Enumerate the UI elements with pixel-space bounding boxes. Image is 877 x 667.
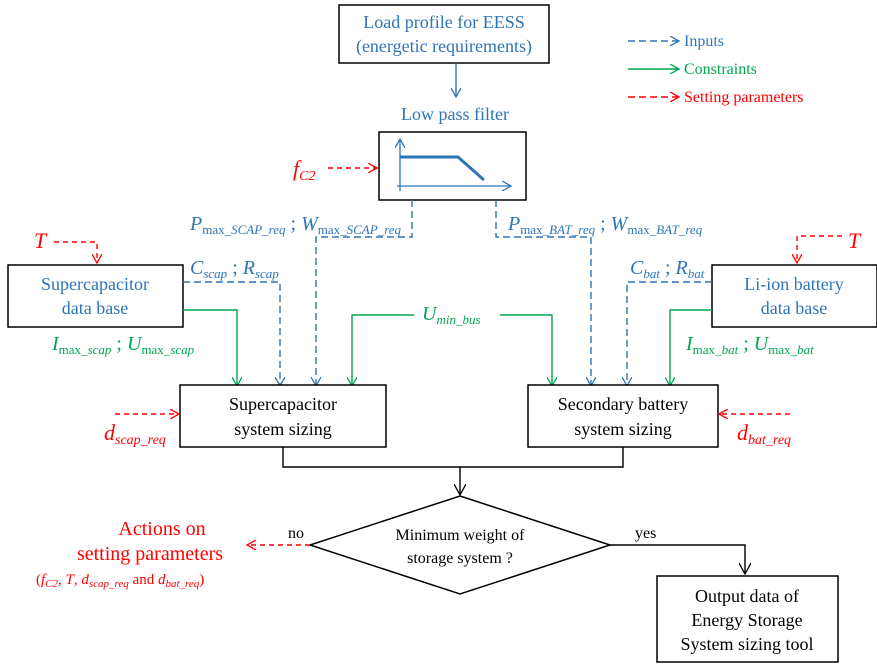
output-box [656,575,839,663]
supercap-sizing-line1: Supercapacitor [229,394,337,414]
legend-inputs-label: Inputs [684,33,724,50]
t-symbol-right: T [848,228,862,253]
supercap-sizing-line2: system sizing [234,419,332,439]
liion-db-line2: data base [761,298,827,318]
load-profile-line2: (energetic requirements) [356,36,532,57]
load-profile-line1: Load profile for EESS [363,12,524,32]
liion-db-line1: Li-ion battery [744,274,843,294]
actions-parameters: (fC2, T, dscap_req and dbat_req) [36,572,204,590]
decision-line1: Minimum weight of [396,527,526,544]
legend: Inputs Constraints Setting parameters [628,33,804,106]
supercap-db-constraint-line [183,309,237,385]
bat-power-energy-label: Pmax_BAT_req ; Wmax_BAT_req [507,213,703,237]
liion-db-box [711,264,877,328]
branch-yes-label: yes [635,525,656,542]
decision-line2: storage system ? [407,550,513,567]
bat-i-u-label: Imax_bat ; Umax_bat [685,333,814,357]
battery-sizing-line2: system sizing [574,419,672,439]
output-line3: System sizing tool [680,634,813,654]
legend-constraints-label: Constraints [684,61,757,78]
supercap-sizing-box [179,384,387,448]
legend-setting-label: Setting parameters [684,89,804,106]
t-right-arrow [797,235,842,262]
umin-bus-label: Umin_bus [422,303,481,327]
actions-line1: Actions on [118,518,205,540]
t-symbol-left: T [34,228,48,253]
sizing-merge-line [282,447,624,468]
branch-no-label: no [288,525,304,542]
scap-power-energy-label: Pmax_SCAP_req ; Wmax_SCAP_req [189,213,402,237]
low-pass-filter-box [378,131,527,201]
supercap-db-line1: Supercapacitor [41,274,149,294]
output-line2: Energy Storage [691,610,802,630]
output-line1: Output data of [695,586,799,606]
scap-i-u-label: Imax_scap ; Umax_scap [51,333,195,357]
yes-branch-arrow [610,544,745,573]
supercap-db-box [7,264,184,328]
battery-sizing-line1: Secondary battery [558,394,688,414]
liion-db-constraint-line [670,309,712,385]
bat-c-r-label: Cbat ; Rbat [630,257,705,281]
t-left-arrow [54,241,97,262]
d-bat-req-symbol: dbat_req [737,420,791,448]
umin-bus-to-battery [500,314,552,385]
low-pass-filter-label: Low pass filter [401,104,509,124]
fc2-symbol: fC2 [293,156,315,184]
actions-line2: setting parameters [77,543,223,565]
d-scap-req-symbol: dscap_req [104,420,166,448]
liion-db-to-sizing-input [627,281,712,385]
scap-c-r-label: Cscap ; Rscap [190,257,279,281]
supercap-db-to-sizing-input [183,281,280,385]
supercap-db-line2: data base [62,298,128,318]
load-profile-box [338,4,550,64]
decision-diamond [307,495,613,595]
umin-bus-to-supercap [352,314,414,385]
filter-response-icon [397,140,510,191]
